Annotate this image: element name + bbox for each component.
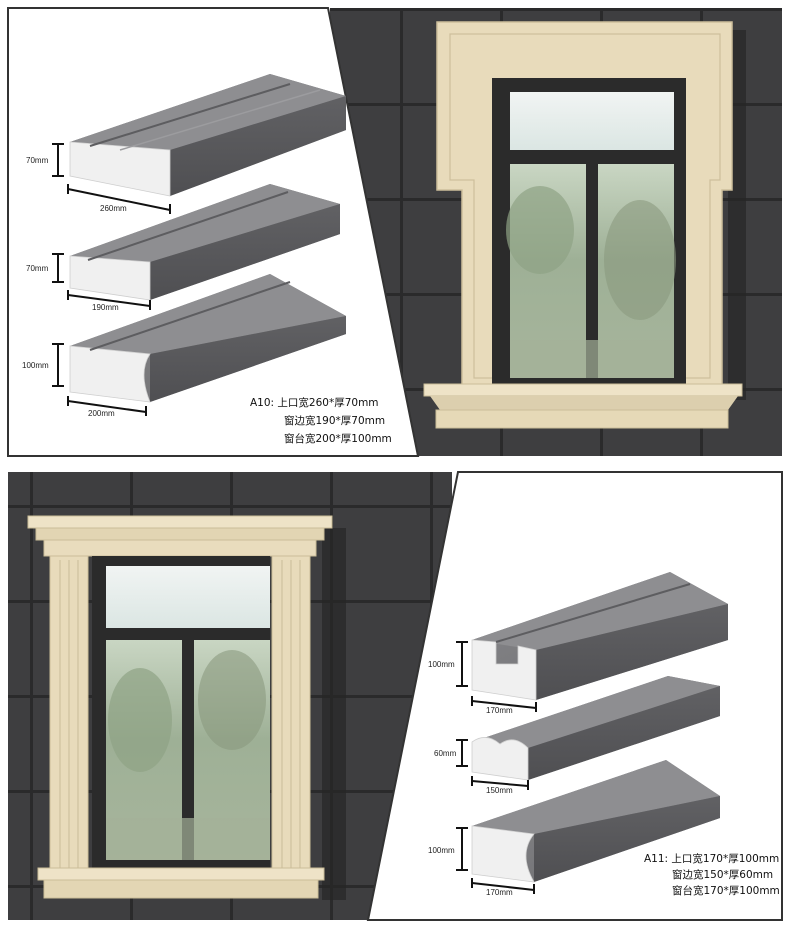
transom-glass <box>106 566 270 628</box>
photo-a10-window <box>330 8 782 456</box>
tree-reflection <box>506 186 574 274</box>
tree-reflection <box>108 668 172 772</box>
moulding-profile-2 <box>69 184 340 301</box>
spec-line-2: 窗边宽190*厚70mm <box>284 414 385 427</box>
height-label: 100mm <box>428 846 455 855</box>
panel-a11-profiles: 100mm 170mm 60mm 150mm 100mm 170mm A11: … <box>366 471 783 921</box>
moulding-profile-3 <box>69 274 346 403</box>
dimension-marks <box>52 143 171 416</box>
spec-line-3: 窗台宽200*厚100mm <box>284 432 392 445</box>
header-base <box>43 539 317 557</box>
sill-base <box>435 409 729 429</box>
panel-a10-profiles: 70mm 260mm 70mm 190mm 100mm 200mm A10: 上… <box>7 7 420 457</box>
window-sill-top <box>423 383 743 397</box>
spec-line-3: 窗台宽170*厚100mm <box>672 884 780 897</box>
lawn-reflection <box>106 818 270 860</box>
height-label: 100mm <box>22 361 49 370</box>
trim-shadow <box>322 528 346 900</box>
sill-cornice <box>430 396 738 410</box>
spec-line-2: 窗边宽150*厚60mm <box>672 868 773 881</box>
height-label: 60mm <box>434 749 457 758</box>
sill-base <box>43 879 319 899</box>
width-label: 190mm <box>92 303 119 312</box>
spec-line-1: A10: 上口宽260*厚70mm <box>250 396 379 409</box>
width-label: 200mm <box>88 409 115 418</box>
moulding-profile-2 <box>471 676 720 781</box>
width-label: 260mm <box>100 204 127 213</box>
moulding-profile-1 <box>69 74 346 197</box>
tree-reflection <box>198 650 266 750</box>
trim-inner-line <box>449 33 721 379</box>
tree-reflection <box>604 200 676 320</box>
header-cornice <box>27 515 333 529</box>
photo-a11-window <box>8 472 452 920</box>
moulding-profile-1 <box>471 572 728 701</box>
width-label: 170mm <box>486 888 513 897</box>
header-band <box>35 527 325 541</box>
height-label: 70mm <box>26 264 49 273</box>
moulding-profile-3 <box>471 760 720 883</box>
spec-line-1: A11: 上口宽170*厚100mm <box>644 852 779 865</box>
height-label: 100mm <box>428 660 455 669</box>
width-label: 170mm <box>486 706 513 715</box>
dimension-marks <box>456 641 537 894</box>
width-label: 150mm <box>486 786 513 795</box>
lawn-reflection <box>510 340 674 378</box>
window-sill-top <box>37 867 325 881</box>
height-label: 70mm <box>26 156 49 165</box>
transom-glass <box>510 92 674 150</box>
